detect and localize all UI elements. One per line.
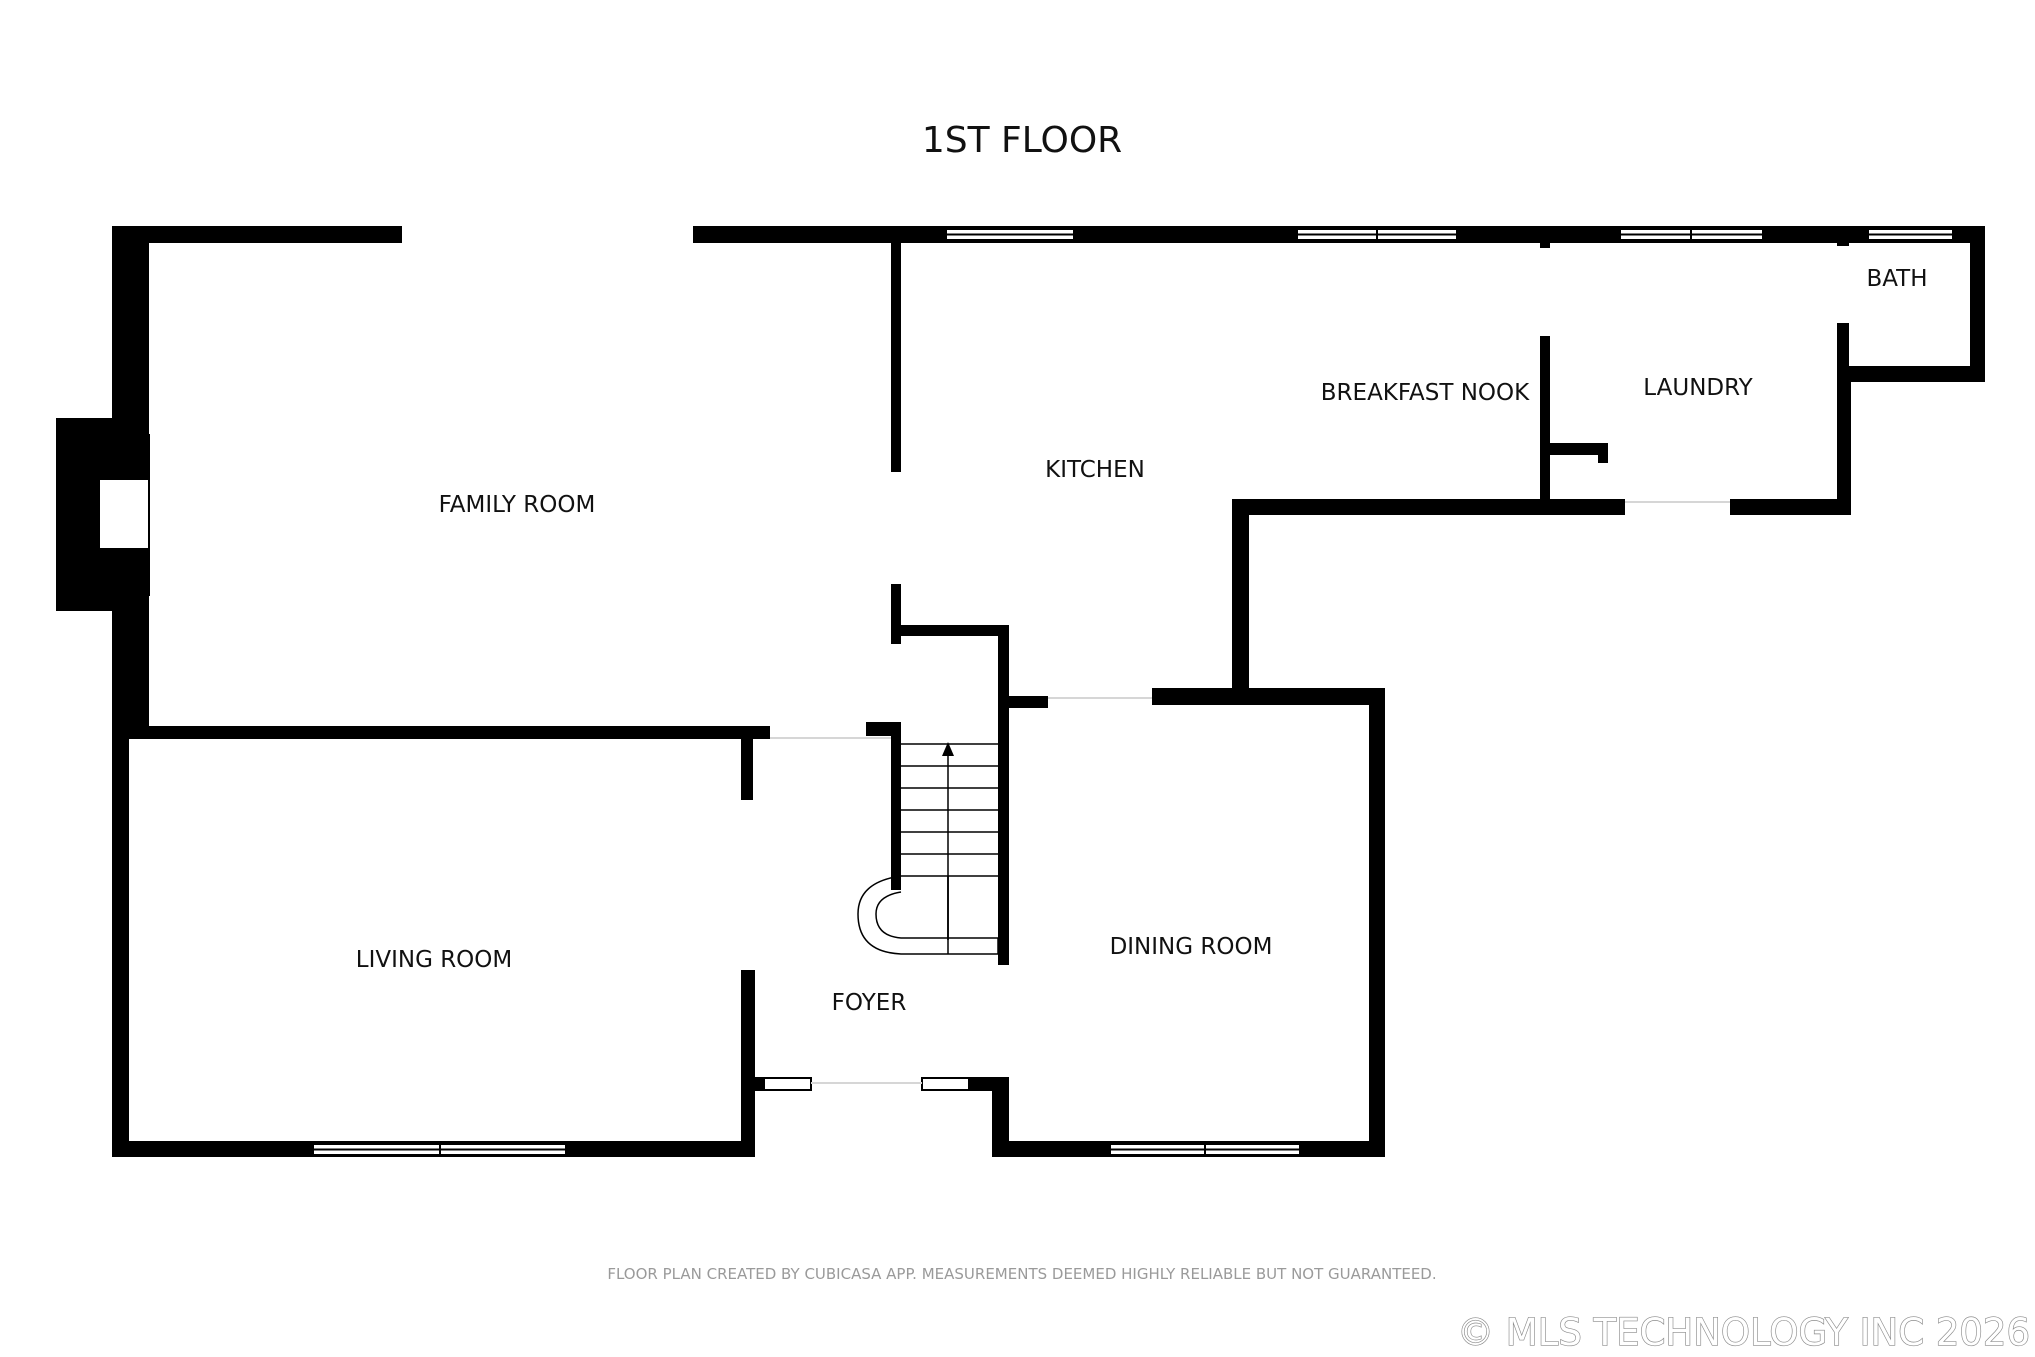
closet-top-wall	[1546, 443, 1606, 455]
stair-top-wall	[891, 625, 1009, 636]
foyer-bottom-jog	[968, 1077, 1009, 1091]
living-right-wall-upper	[741, 733, 753, 800]
kitchen-step-wall	[1232, 499, 1249, 691]
foyer-bottom-wall-left	[741, 1077, 764, 1091]
living-right-wall-lower	[741, 970, 755, 1157]
foyer-sidelight-right	[921, 1077, 970, 1091]
nook-laundry-wall-lower	[1540, 336, 1550, 514]
nook-laundry-wall-upper	[1540, 226, 1550, 248]
room-label-bath: BATH	[1866, 266, 1927, 292]
laundry-right-wall	[1837, 366, 1851, 515]
room-label-laundry: LAUNDRY	[1643, 375, 1753, 401]
windows	[312, 228, 1954, 1156]
dining-top-wall-left	[998, 696, 1048, 708]
living-left-wall	[112, 733, 129, 1157]
floor-plan-disclaimer: FLOOR PLAN CREATED BY CUBICASA APP. MEAS…	[607, 1265, 1436, 1283]
kitchen-bottom-wall	[1232, 499, 1550, 515]
family-kitchen-wall-lower	[891, 722, 901, 890]
copyright-watermark: © MLS TECHNOLOGY INC 2026	[1457, 1311, 2030, 1354]
dining-left-wall-lower	[992, 1077, 1009, 1157]
room-label-breakfast-nook: BREAKFAST NOOK	[1321, 380, 1530, 406]
family-living-wall	[112, 726, 770, 739]
family-kitchen-wall-top	[891, 226, 901, 472]
fireplace-firebox	[98, 478, 150, 550]
bath-bottom-wall	[1840, 366, 1985, 382]
dining-right-wall	[1369, 688, 1385, 1157]
foyer-sidelight-left	[763, 1077, 812, 1091]
bath-left-wall-upper	[1837, 226, 1849, 246]
fireplace	[72, 434, 150, 596]
room-label-kitchen: KITCHEN	[1045, 457, 1145, 483]
bath-left-wall-lower	[1837, 323, 1849, 383]
walls	[56, 226, 1985, 1157]
laundry-bottom-wall-right	[1730, 499, 1851, 515]
bath-right-wall	[1970, 226, 1985, 382]
stair-arrow-icon	[942, 742, 954, 756]
closet-right-wall	[1598, 443, 1608, 463]
room-label-family-room: FAMILY ROOM	[439, 492, 596, 518]
floor-title: 1ST FLOOR	[922, 120, 1122, 161]
family-kitchen-wall-middle	[891, 584, 901, 644]
openings	[770, 501, 1730, 1084]
dining-top-wall-right	[1152, 688, 1385, 705]
dining-left-wall-upper	[998, 625, 1009, 965]
staircase	[857, 742, 999, 955]
room-label-living-room: LIVING ROOM	[356, 947, 513, 973]
room-label-foyer: FOYER	[832, 990, 907, 1016]
stair-side-stub	[866, 722, 901, 736]
family-room-top-wall-left	[112, 226, 402, 243]
laundry-bottom-wall-left	[1546, 499, 1625, 515]
room-label-dining-room: DINING ROOM	[1110, 934, 1273, 960]
